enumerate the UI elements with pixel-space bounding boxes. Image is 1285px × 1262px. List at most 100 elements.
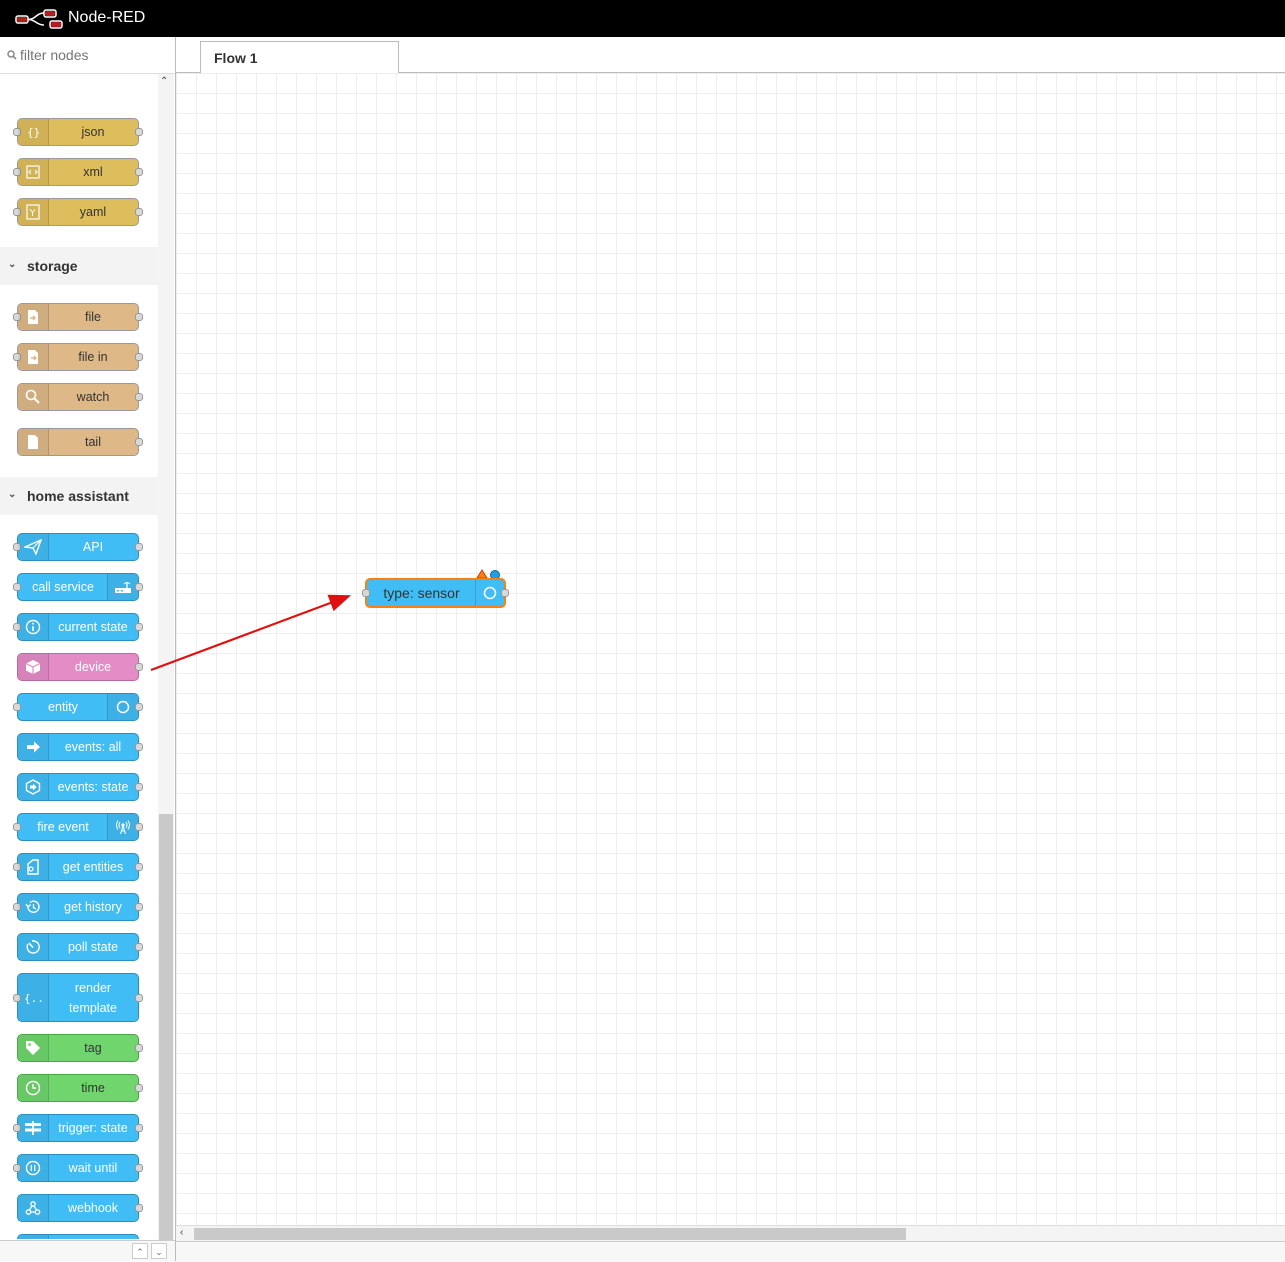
output-port[interactable] <box>501 589 509 597</box>
output-port <box>135 663 143 671</box>
search-icon <box>7 50 17 60</box>
category-header-home-assistant[interactable]: ⌄ home assistant <box>0 477 158 515</box>
header-bar: Node-RED <box>0 0 1285 37</box>
input-port <box>13 823 21 831</box>
palette-node-get-history[interactable]: get history <box>13 893 143 921</box>
chevron-down-icon: ⌄ <box>8 489 17 500</box>
category-label: home assistant <box>27 488 129 504</box>
palette-node-trigger-state[interactable]: trigger: state <box>13 1114 143 1142</box>
palette-node-events-all[interactable]: events: all <box>17 733 143 761</box>
file-icon <box>18 429 49 455</box>
canvas-scrollbar-thumb[interactable] <box>194 1228 906 1240</box>
output-port <box>135 393 143 401</box>
palette-node-zone[interactable]: zone <box>17 1234 139 1239</box>
flow-node-type-sensor[interactable]: type: sensor <box>362 578 509 608</box>
output-port <box>135 823 143 831</box>
palette-node-fire-event[interactable]: fire event <box>13 813 143 841</box>
input-port <box>13 543 21 551</box>
chevron-up-icon[interactable]: ⌃ <box>160 76 169 87</box>
output-port <box>135 313 143 321</box>
collapse-all-button[interactable]: ⌃ <box>132 1243 148 1259</box>
output-port <box>135 583 143 591</box>
flow-canvas[interactable]: type: sensor <box>176 73 1285 1225</box>
input-port[interactable] <box>362 589 370 597</box>
output-port <box>135 1084 143 1092</box>
output-port <box>135 208 143 216</box>
category-header-storage[interactable]: ⌄ storage <box>0 247 158 285</box>
label-line-2: template <box>69 1000 117 1015</box>
palette-node-file[interactable]: file <box>13 303 143 331</box>
file-in-icon <box>18 344 49 370</box>
svg-text:{}: {} <box>27 126 40 139</box>
watch-search-icon <box>18 384 49 410</box>
cube-icon <box>18 654 49 680</box>
palette-node-watch[interactable]: watch <box>17 383 143 411</box>
palette-node-tail[interactable]: tail <box>17 428 143 456</box>
palette-node-label: device <box>74 660 112 674</box>
palette-node-label: tail <box>85 435 101 449</box>
expand-all-button[interactable]: ⌄ <box>151 1243 167 1259</box>
timer-icon <box>18 934 49 960</box>
output-port <box>135 903 143 911</box>
output-port <box>135 1044 143 1052</box>
input-port <box>13 353 21 361</box>
palette-scrollbar[interactable]: ⌃ <box>158 74 174 1259</box>
palette-node-webhook[interactable]: webhook <box>17 1194 143 1222</box>
palette-node-label: file <box>85 310 101 324</box>
palette-node-yaml[interactable]: Y yaml <box>13 198 143 226</box>
palette-node-label: render template <box>48 974 138 1021</box>
chevron-down-icon: ⌄ <box>8 259 17 270</box>
tag-icon <box>18 1035 49 1061</box>
arrow-right-icon <box>18 734 49 760</box>
palette-node-device[interactable]: device <box>17 653 143 681</box>
tab-flow-1[interactable]: Flow 1 <box>200 41 399 73</box>
palette-node-events-state[interactable]: events: state <box>17 773 143 801</box>
palette-node-time[interactable]: time <box>17 1074 143 1102</box>
chevron-left-icon[interactable]: ‹ <box>180 1227 184 1238</box>
output-port <box>135 1124 143 1132</box>
palette-scrollbar-thumb[interactable] <box>159 814 173 1259</box>
file-out-icon <box>18 304 49 330</box>
output-port <box>135 543 143 551</box>
palette-node-current-state[interactable]: current state <box>13 613 143 641</box>
palette-node-label: API <box>82 540 104 554</box>
output-port <box>135 743 143 751</box>
output-port <box>135 168 143 176</box>
input-port <box>13 993 21 1002</box>
palette-node-call-service[interactable]: call service <box>13 573 143 601</box>
output-port <box>135 128 143 136</box>
palette-node-label: zone <box>48 1235 138 1239</box>
palette-node-get-entities[interactable]: get entities <box>13 853 143 881</box>
palette-node-json[interactable]: {} json <box>13 118 143 146</box>
palette-node-xml[interactable]: xml <box>13 158 143 186</box>
xml-icon <box>18 159 49 185</box>
braces-icon: {..} <box>18 974 49 1021</box>
workspace-footer <box>176 1241 1285 1262</box>
workspace-tab-bar: Flow 1 <box>176 37 1285 73</box>
input-port <box>13 703 21 711</box>
palette-search-input[interactable] <box>20 45 160 65</box>
palette-node-list: {} json xml Y yaml ⌄ storage <box>0 74 158 1239</box>
broadcast-icon <box>107 814 138 840</box>
palette-node-api[interactable]: API <box>13 533 143 561</box>
pause-circle-icon <box>18 1155 49 1181</box>
palette-node-file-in[interactable]: file in <box>13 343 143 371</box>
input-port <box>13 1124 21 1132</box>
palette-node-render-template[interactable]: {..} render template <box>13 973 143 1022</box>
output-port <box>135 353 143 361</box>
palette-node-label: watch <box>76 390 110 404</box>
output-port <box>135 783 143 791</box>
svg-text:Y: Y <box>29 208 37 219</box>
palette-node-label: tag <box>84 1041 102 1055</box>
canvas-horizontal-scrollbar[interactable]: ‹ <box>176 1225 1285 1242</box>
palette-node-tag[interactable]: tag <box>17 1034 143 1062</box>
category-label: storage <box>27 258 78 274</box>
palette-node-wait-until[interactable]: wait until <box>13 1154 143 1182</box>
palette-node-label: events: all <box>64 740 122 754</box>
svg-text:{..}: {..} <box>24 992 42 1005</box>
input-port <box>13 1164 21 1172</box>
palette-node-entity[interactable]: entity <box>13 693 143 721</box>
output-port <box>135 623 143 631</box>
yaml-icon: Y <box>18 199 49 225</box>
palette-node-poll-state[interactable]: poll state <box>17 933 143 961</box>
